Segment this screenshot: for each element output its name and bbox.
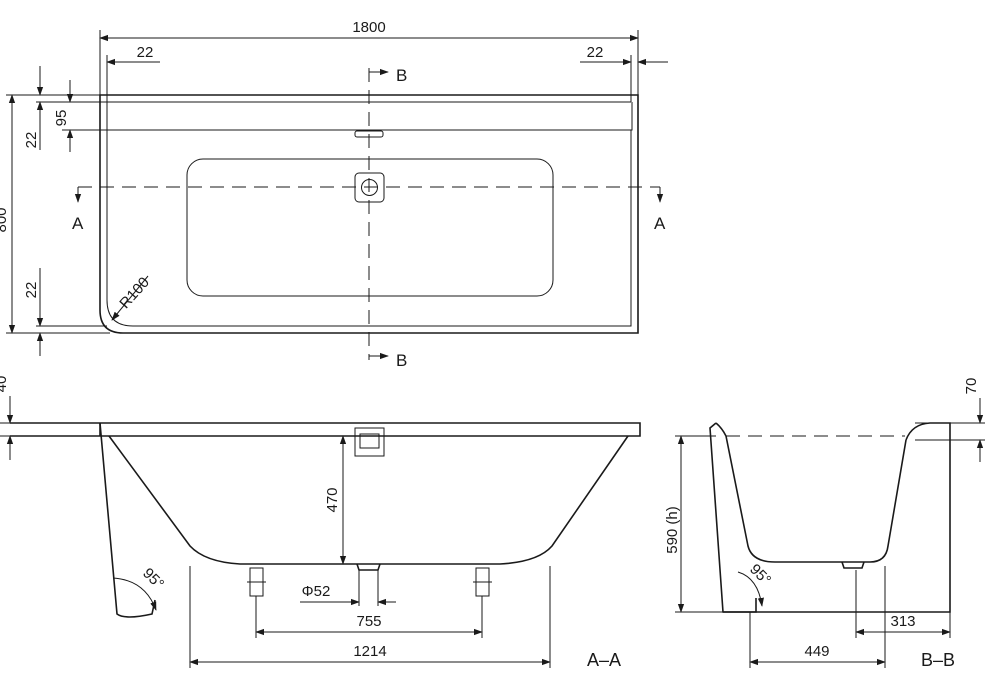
aa-dim-inner-depth: 470 [324, 487, 341, 512]
aa-dim-feet-spacing: 755 [356, 613, 381, 630]
section-a-left-label: A [72, 214, 84, 233]
section-a-right-label: A [654, 214, 666, 233]
aa-angle-arc [112, 577, 157, 611]
bb-dim-top-offset: 70 [963, 378, 980, 395]
dim-rim-back-small: 22 [23, 132, 40, 149]
aa-tub-body [99, 422, 629, 618]
bb-angle: 95° [746, 561, 774, 589]
bb-section-label: B–B [921, 650, 955, 670]
aa-dim-base-length: 1214 [353, 643, 386, 660]
aa-section-label: A–A [587, 650, 621, 670]
tub-outline-top [99, 94, 639, 334]
dim-corner-radius: R100 [116, 274, 153, 312]
basin-floor [186, 158, 554, 297]
aa-angle: 95° [139, 565, 167, 593]
aa-foot-left [247, 567, 266, 610]
bb-drain [841, 561, 865, 569]
section-aa: 470 40 Φ52 755 1214 [0, 376, 641, 670]
aa-overflow-inner [359, 433, 380, 449]
top-view: A A B B 1800 22 22 800 95 [0, 19, 668, 370]
bb-dim-height: 590 (h) [664, 506, 681, 554]
aa-dim-rim-height: 40 [0, 376, 10, 393]
bb-tub-left [709, 422, 907, 613]
dim-depth-total: 800 [0, 207, 10, 232]
section-b-top-label: B [396, 66, 407, 85]
dim-width-total: 1800 [352, 19, 385, 36]
dim-rim-front: 22 [23, 282, 40, 299]
inner-tub [106, 130, 632, 327]
dim-rim-right: 22 [587, 44, 604, 61]
aa-drain [356, 563, 381, 571]
aa-overflow [354, 427, 385, 457]
bb-dim-offset-313: 313 [890, 613, 915, 630]
aa-foot-right [473, 567, 492, 610]
bb-angle-arc [737, 571, 764, 607]
dim-rim-back: 95 [53, 110, 70, 127]
bb-dim-offset-449: 449 [804, 643, 829, 660]
section-b-bottom-label: B [396, 351, 407, 370]
inner-shelf [106, 102, 633, 131]
aa-dim-drain-diameter: Φ52 [302, 583, 331, 600]
section-bb: 70 590 (h) 313 449 95° B–B [664, 378, 985, 670]
aa-rim-top [10, 422, 641, 437]
dim-rim-left: 22 [137, 44, 154, 61]
